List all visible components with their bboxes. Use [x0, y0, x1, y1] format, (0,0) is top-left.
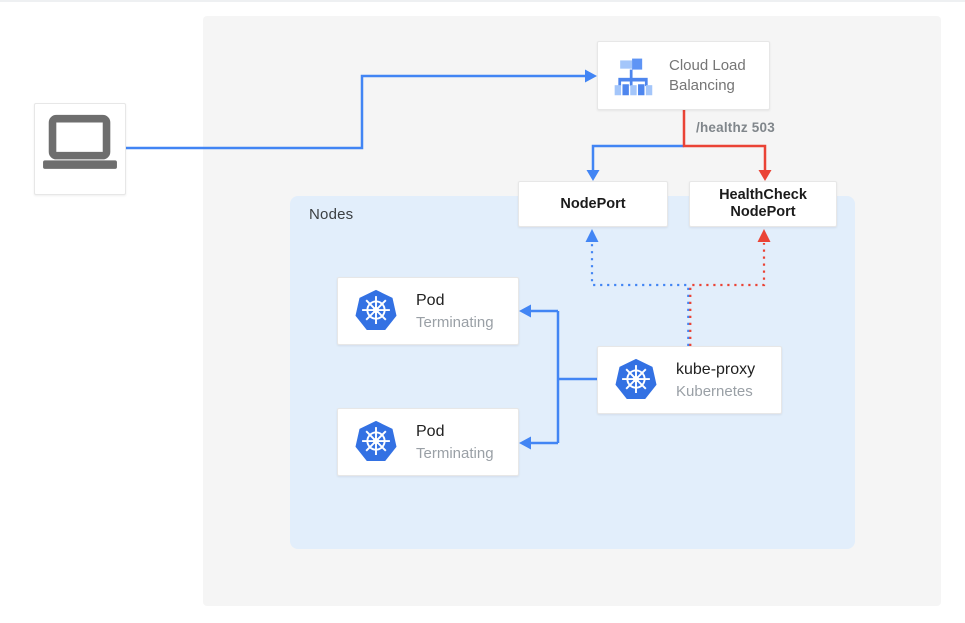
nodeport-label: NodePort [560, 195, 626, 212]
top-divider [0, 0, 965, 2]
kubernetes-icon [355, 289, 397, 330]
pod-status: Terminating [416, 444, 494, 462]
kube-proxy-subtitle: Kubernetes [676, 382, 753, 400]
pod-title: Pod [416, 291, 445, 309]
pod-status: Terminating [416, 313, 494, 331]
kube-proxy-title: kube-proxy [676, 360, 756, 378]
nodes-panel-label: Nodes [309, 206, 354, 223]
kubernetes-icon [615, 358, 657, 399]
kube-proxy-card: kube-proxy Kubernetes [597, 346, 782, 414]
pod-title: Pod [416, 422, 445, 440]
healthz-annotation: /healthz 503 [696, 120, 775, 135]
kubernetes-icon [355, 420, 397, 461]
cloud-load-balancing-label: Cloud Load Balancing [669, 56, 746, 94]
healthcheck-nodeport-label: HealthCheck NodePort [719, 187, 807, 220]
cloud-load-balancing-card: Cloud Load Balancing [597, 41, 770, 110]
pod-card-2: Pod Terminating [337, 408, 519, 476]
pod-card-1: Pod Terminating [337, 277, 519, 345]
load-balancer-icon [614, 58, 653, 95]
laptop-icon [43, 114, 117, 169]
client-laptop-card [34, 103, 126, 195]
healthcheck-nodeport-card: HealthCheck NodePort [689, 181, 837, 227]
nodeport-card: NodePort [518, 181, 668, 227]
